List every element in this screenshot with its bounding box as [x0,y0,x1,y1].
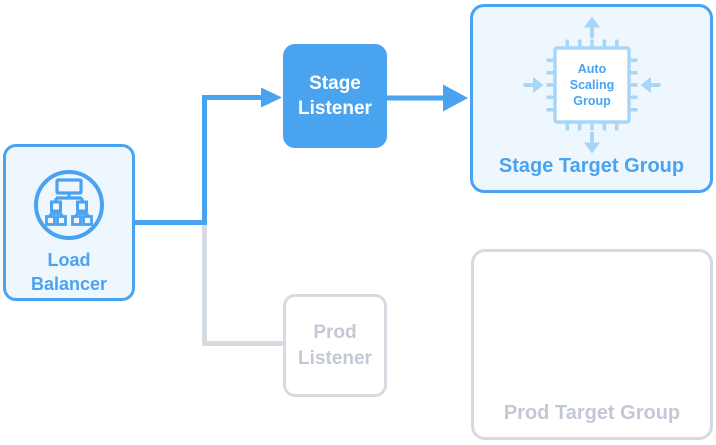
load-balancer-node: Load Balancer [3,144,135,301]
auto-scaling-chip-icon [523,16,661,154]
stage-listener-label: Stage Listener [298,72,372,119]
auto-scaling-group: Auto Scaling Group [517,10,667,160]
prod-target-group-node: Prod Target Group [471,249,713,440]
auto-scaling-group-label: Auto Scaling Group [569,62,615,108]
stage-target-group-label: Stage Target Group [498,155,685,177]
connector-prod-line [202,221,283,346]
scale-arrows-icon [533,16,651,154]
connector-stage-line [135,95,263,225]
prod-listener-label: Prod Listener [298,322,372,369]
load-balancer-icon [34,170,104,240]
prod-target-group-label: Prod Target Group [503,402,681,424]
load-balancer-label: Load Balancer [30,250,108,294]
stage-target-arrowhead-icon [443,84,468,112]
stage-target-group-node: Auto Scaling Group Stage Target Group [470,4,713,193]
prod-listener-node: Prod Listener [283,294,387,397]
stage-listener-node: Stage Listener [283,44,387,148]
stage-listener-arrowhead-icon [261,87,282,108]
